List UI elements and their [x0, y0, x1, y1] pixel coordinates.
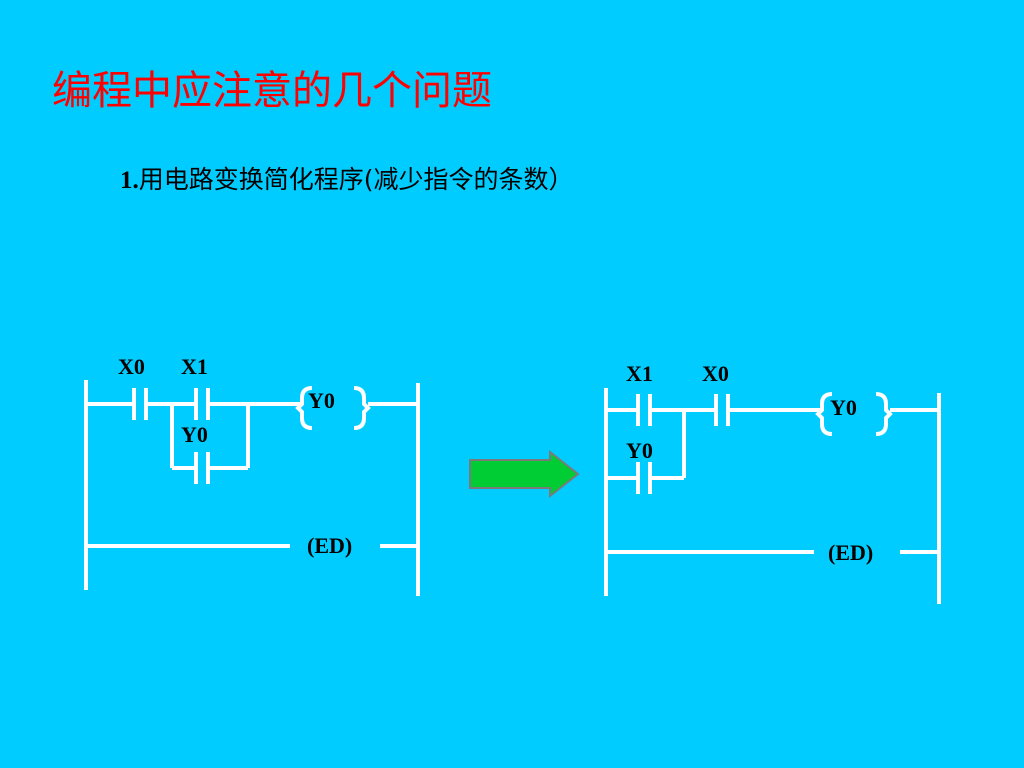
label-contact-1: X1	[626, 361, 653, 386]
ladder-after	[604, 388, 941, 604]
label-contact-1: X0	[118, 354, 145, 379]
label-contact-3: Y0	[626, 438, 653, 463]
label-contact-2: X1	[181, 354, 208, 379]
subtitle-number: 1.	[120, 167, 139, 194]
right-arrow-icon	[469, 449, 580, 499]
slide-title: 编程中应注意的几个问题	[52, 68, 492, 114]
label-end: (ED)	[828, 540, 873, 565]
subtitle-text: 用电路变换简化程序(减少指令的条数）	[138, 165, 574, 194]
label-contact-2: X0	[702, 361, 729, 386]
slide-subtitle: 1.用电路变换简化程序(减少指令的条数）	[120, 160, 574, 196]
coil-right-bracket	[875, 392, 893, 436]
ladder-before	[84, 380, 420, 596]
coil-right-bracket	[353, 386, 371, 430]
coil-left-bracket	[295, 386, 313, 430]
label-contact-3: Y0	[181, 422, 208, 447]
label-coil: Y0	[308, 388, 335, 413]
coil-left-bracket	[815, 392, 833, 436]
label-coil: Y0	[830, 395, 857, 420]
label-end: (ED)	[307, 533, 352, 558]
